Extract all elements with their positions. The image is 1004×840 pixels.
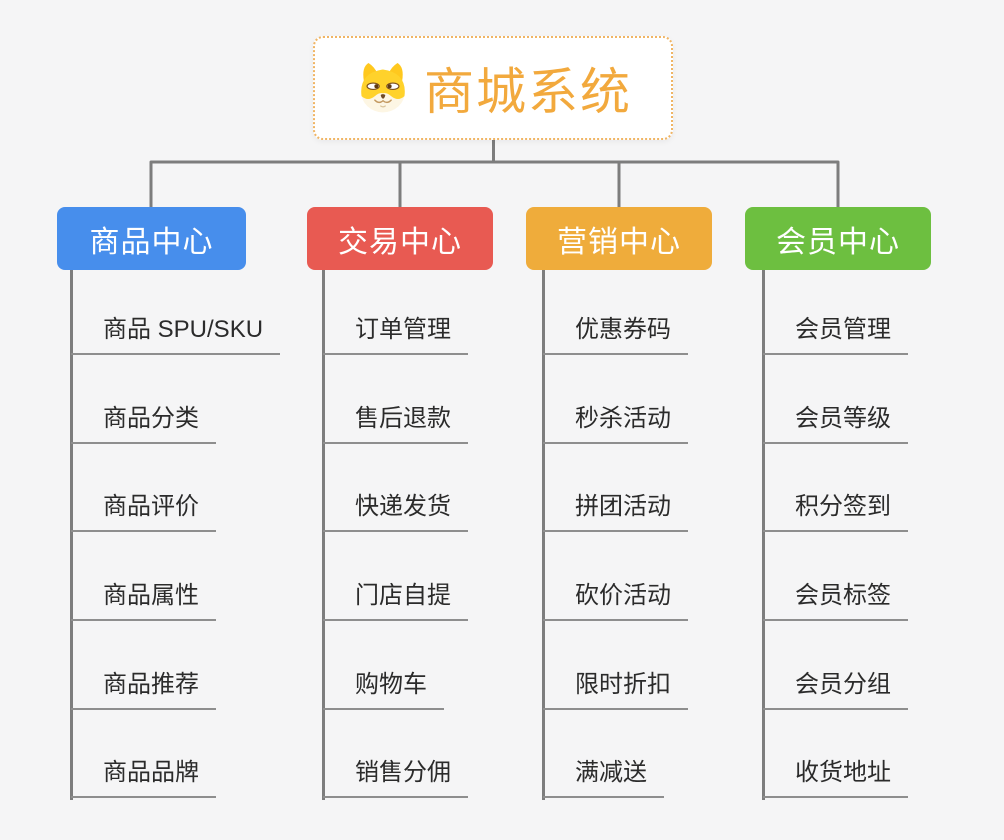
leaf-item[interactable]: 商品品牌: [71, 757, 216, 798]
leaf-item[interactable]: 收货地址: [763, 757, 908, 798]
leaf-item[interactable]: 商品推荐: [71, 669, 216, 710]
leaf-item[interactable]: 砍价活动: [543, 580, 688, 621]
leaf-item[interactable]: 门店自提: [323, 580, 468, 621]
branch-header-product-center[interactable]: 商品中心: [57, 207, 246, 270]
leaf-item[interactable]: 秒杀活动: [543, 403, 688, 444]
branch-trunk-line: [69, 270, 73, 800]
leaf-item[interactable]: 积分签到: [763, 491, 908, 532]
leaf-item[interactable]: 会员等级: [763, 403, 908, 444]
leaf-item[interactable]: 售后退款: [323, 403, 468, 444]
leaf-item[interactable]: 会员管理: [763, 314, 908, 355]
branch-trunk-line: [541, 270, 545, 800]
leaf-item[interactable]: 快递发货: [323, 491, 468, 532]
leaf-item[interactable]: 满减送: [543, 757, 664, 798]
branch-header-marketing-center[interactable]: 营销中心: [526, 207, 712, 270]
branch-header-trade-center[interactable]: 交易中心: [307, 207, 493, 270]
leaf-item[interactable]: 会员标签: [763, 580, 908, 621]
leaf-item[interactable]: 限时折扣: [543, 669, 688, 710]
leaf-item[interactable]: 购物车: [323, 669, 444, 710]
branch-label: 会员中心: [776, 225, 900, 259]
branch-header-member-center[interactable]: 会员中心: [745, 207, 931, 270]
leaf-item[interactable]: 商品分类: [71, 403, 216, 444]
branch-trunk-line: [761, 270, 765, 800]
leaf-item[interactable]: 商品属性: [71, 580, 216, 621]
leaf-item[interactable]: 拼团活动: [543, 491, 688, 532]
branch-label: 交易中心: [338, 225, 462, 259]
leaf-item[interactable]: 会员分组: [763, 669, 908, 710]
root-node[interactable]: 商城系统: [313, 36, 673, 140]
leaf-item[interactable]: 订单管理: [323, 314, 468, 355]
connector-crossbar: [149, 160, 840, 207]
leaf-item[interactable]: 销售分佣: [323, 757, 468, 798]
leaf-item[interactable]: 商品 SPU/SKU: [71, 314, 281, 355]
leaf-item[interactable]: 优惠券码: [543, 314, 688, 355]
root-title: 商城系统: [424, 64, 632, 120]
leaf-item[interactable]: 商品评价: [71, 491, 216, 532]
branch-label: 营销中心: [557, 225, 681, 259]
shiba-dog-icon: [360, 63, 406, 113]
branch-trunk-line: [321, 270, 325, 800]
branch-label: 商品中心: [89, 225, 214, 259]
